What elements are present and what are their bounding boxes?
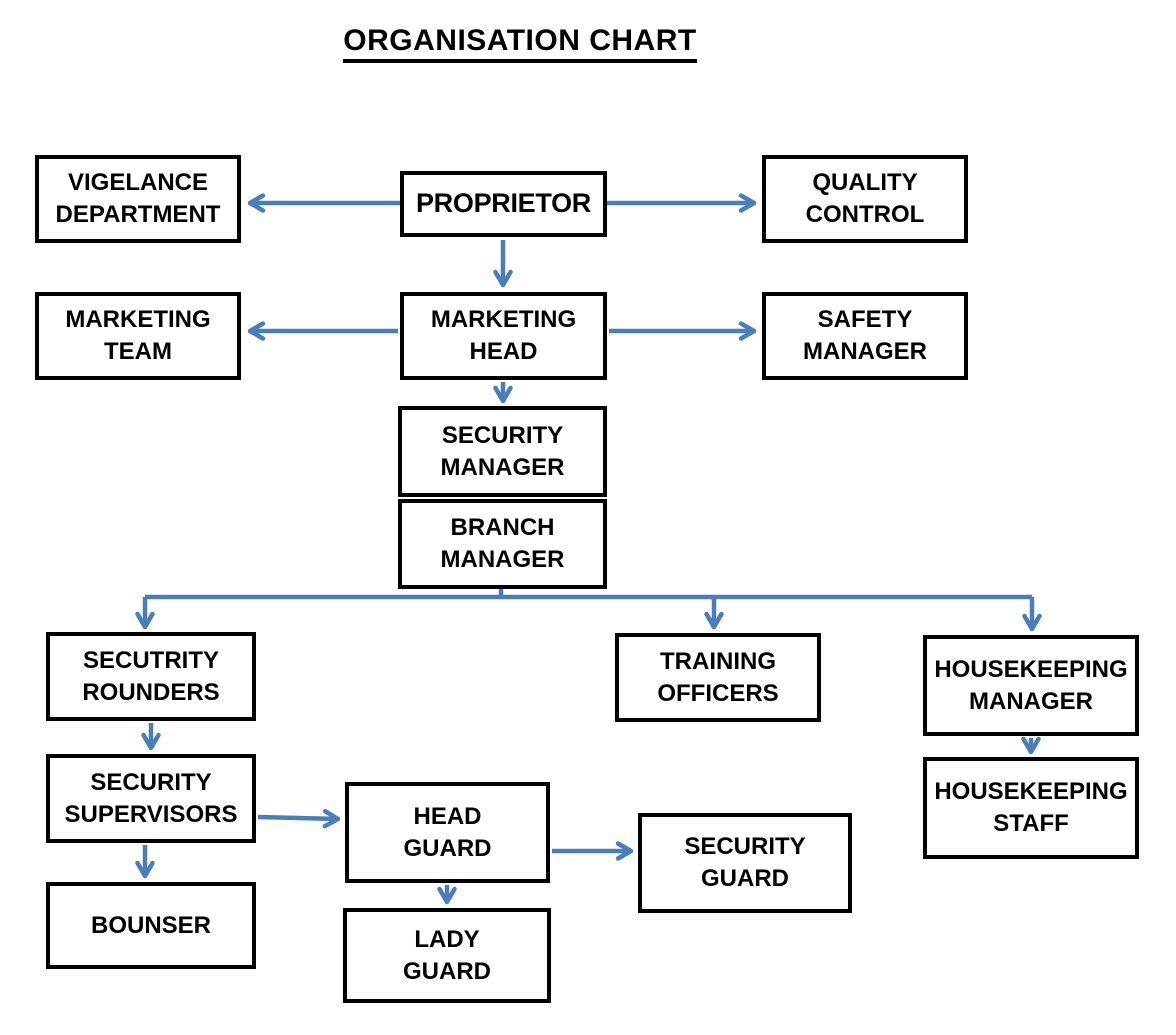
- node-security-guard: SECURITY GUARD: [638, 813, 852, 913]
- edge-supervisors-to-head-guard: [257, 808, 341, 829]
- node-securtity-rounders: SECUTRITY ROUNDERS: [46, 632, 256, 721]
- node-marketing-head: MARKETING HEAD: [400, 292, 607, 380]
- node-vigelance-department: VIGELANCE DEPARTMENT: [35, 155, 241, 243]
- node-quality-control: QUALITY CONTROL: [762, 155, 968, 243]
- node-head-guard: HEAD GUARD: [345, 782, 550, 883]
- node-housekeeping-staff: HOUSEKEEPING STAFF: [923, 757, 1139, 859]
- node-branch-manager: BRANCH MANAGER: [398, 499, 607, 589]
- page-title: ORGANISATION CHART: [250, 24, 790, 63]
- page-title-text: ORGANISATION CHART: [343, 24, 697, 63]
- node-marketing-team: MARKETING TEAM: [35, 292, 241, 380]
- node-bounser: BOUNSER: [46, 882, 256, 969]
- node-safety-manager: SAFETY MANAGER: [762, 292, 968, 380]
- node-security-manager: SECURITY MANAGER: [398, 406, 607, 497]
- node-housekeeping-manager: HOUSEKEEPING MANAGER: [923, 635, 1139, 736]
- node-lady-guard: LADY GUARD: [343, 908, 551, 1003]
- node-training-officers: TRAINING OFFICERS: [615, 633, 821, 722]
- node-proprietor: PROPRIETOR: [400, 171, 607, 237]
- node-security-supervisors: SECURITY SUPERVISORS: [46, 754, 256, 843]
